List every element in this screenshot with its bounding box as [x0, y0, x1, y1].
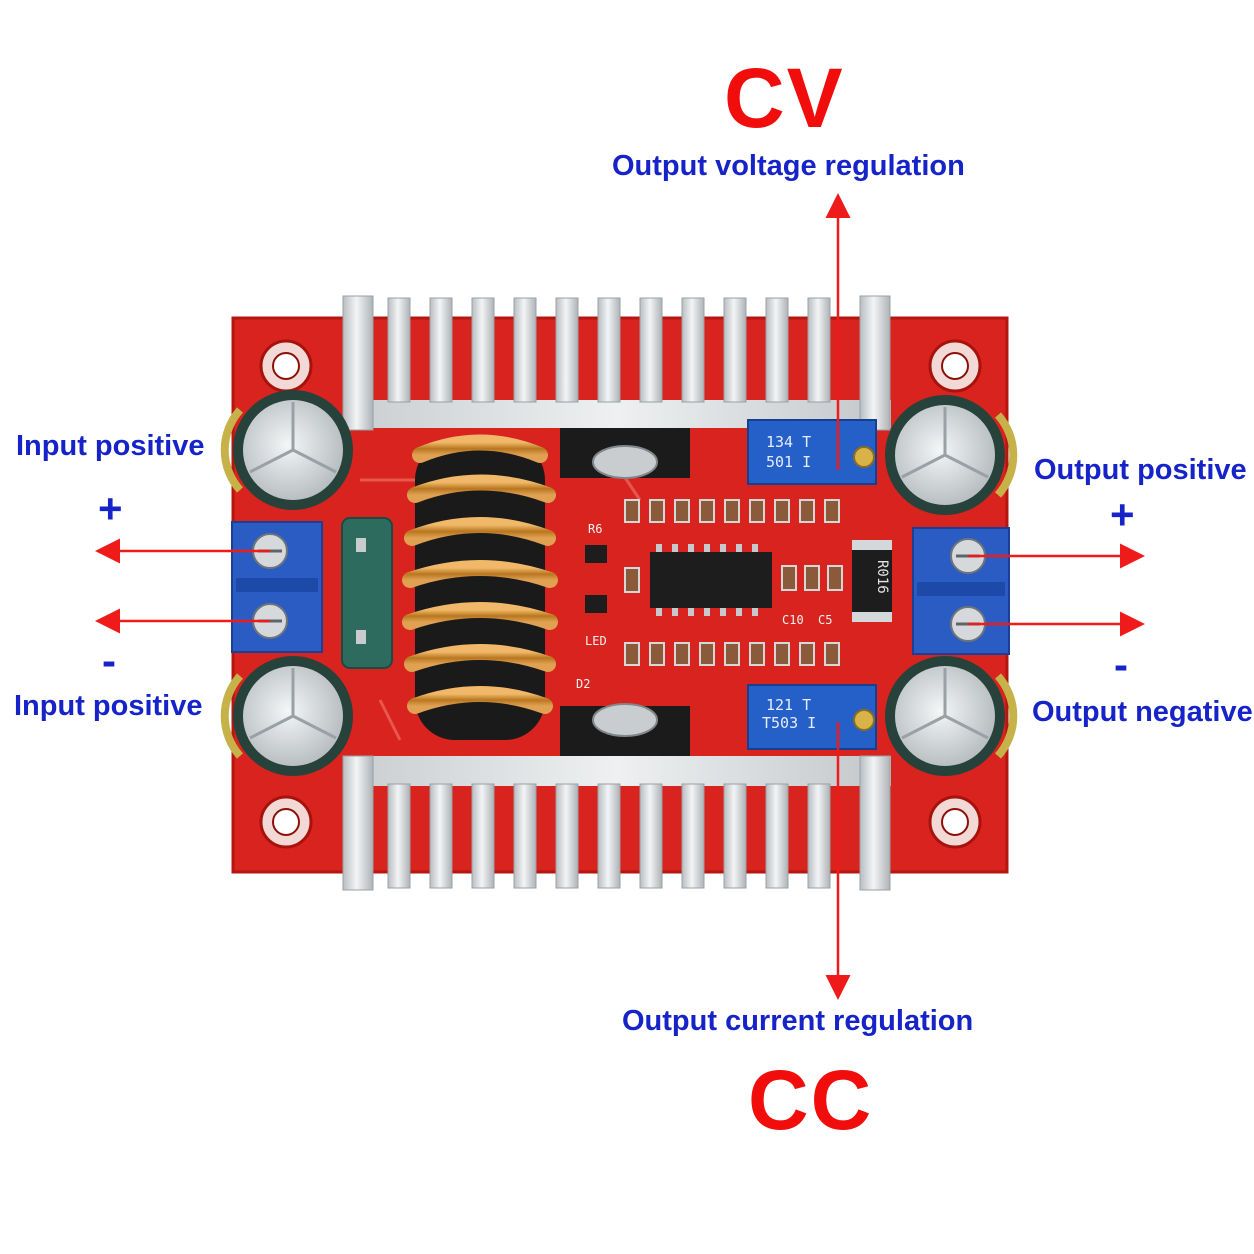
- mosfet-top: [560, 428, 690, 479]
- capacitor-bottom-right: [885, 656, 1018, 776]
- toroid-inductor: [402, 434, 558, 740]
- mosfet-bottom: [560, 703, 690, 756]
- voltage-trimpot: [747, 419, 877, 485]
- ref-d2: D2: [576, 677, 590, 691]
- small-transistors: [585, 545, 607, 613]
- ref-c10: C10: [782, 613, 804, 627]
- output-terminal-block: [912, 527, 1010, 655]
- output-plus-sign: +: [1110, 491, 1135, 538]
- ref-led: LED: [585, 634, 607, 648]
- pot-top-marking-2: 501 I: [766, 453, 811, 471]
- ref-r6: R6: [588, 522, 602, 536]
- mounting-hole-bottom-right: [928, 795, 982, 849]
- capacitor-top-left: [220, 390, 353, 510]
- smd-components-top-row: [624, 499, 840, 523]
- input-bottom-label: Input positive: [14, 690, 203, 722]
- input-top-label: Input positive: [16, 430, 205, 462]
- cc-caption: Output current regulation: [622, 1005, 974, 1037]
- output-positive-label: Output positive: [1034, 454, 1247, 486]
- ref-c5: C5: [818, 613, 832, 627]
- current-trimpot: [747, 684, 877, 750]
- mounting-hole-top-left: [259, 339, 313, 393]
- control-ic: [650, 544, 772, 616]
- smd-components-middle: [624, 565, 843, 593]
- output-minus-sign: -: [1114, 641, 1128, 688]
- pot-bottom-marking-2: T503 I: [762, 714, 816, 732]
- input-plus-sign: +: [98, 485, 123, 532]
- capacitor-top-right: [885, 395, 1018, 515]
- cv-title: CV: [724, 51, 845, 145]
- fuse: [341, 517, 393, 669]
- smd-components-bottom-row: [624, 642, 840, 666]
- cv-caption: Output voltage regulation: [612, 150, 965, 182]
- mounting-hole-bottom-left: [259, 795, 313, 849]
- capacitor-bottom-left: [220, 656, 353, 776]
- pot-top-marking-1: 134 T: [766, 433, 811, 451]
- input-terminal-block: [231, 521, 323, 653]
- output-negative-label: Output negative: [1032, 696, 1253, 728]
- heatsink-bottom: [342, 755, 891, 891]
- shunt-marking: R016: [874, 560, 890, 594]
- cc-title: CC: [748, 1053, 874, 1147]
- mounting-hole-top-right: [928, 339, 982, 393]
- annotation-arrows: [95, 193, 1145, 1000]
- pot-bottom-marking-1: 121 T: [766, 696, 811, 714]
- shunt-resistor: [852, 540, 892, 622]
- input-minus-sign: -: [102, 637, 116, 684]
